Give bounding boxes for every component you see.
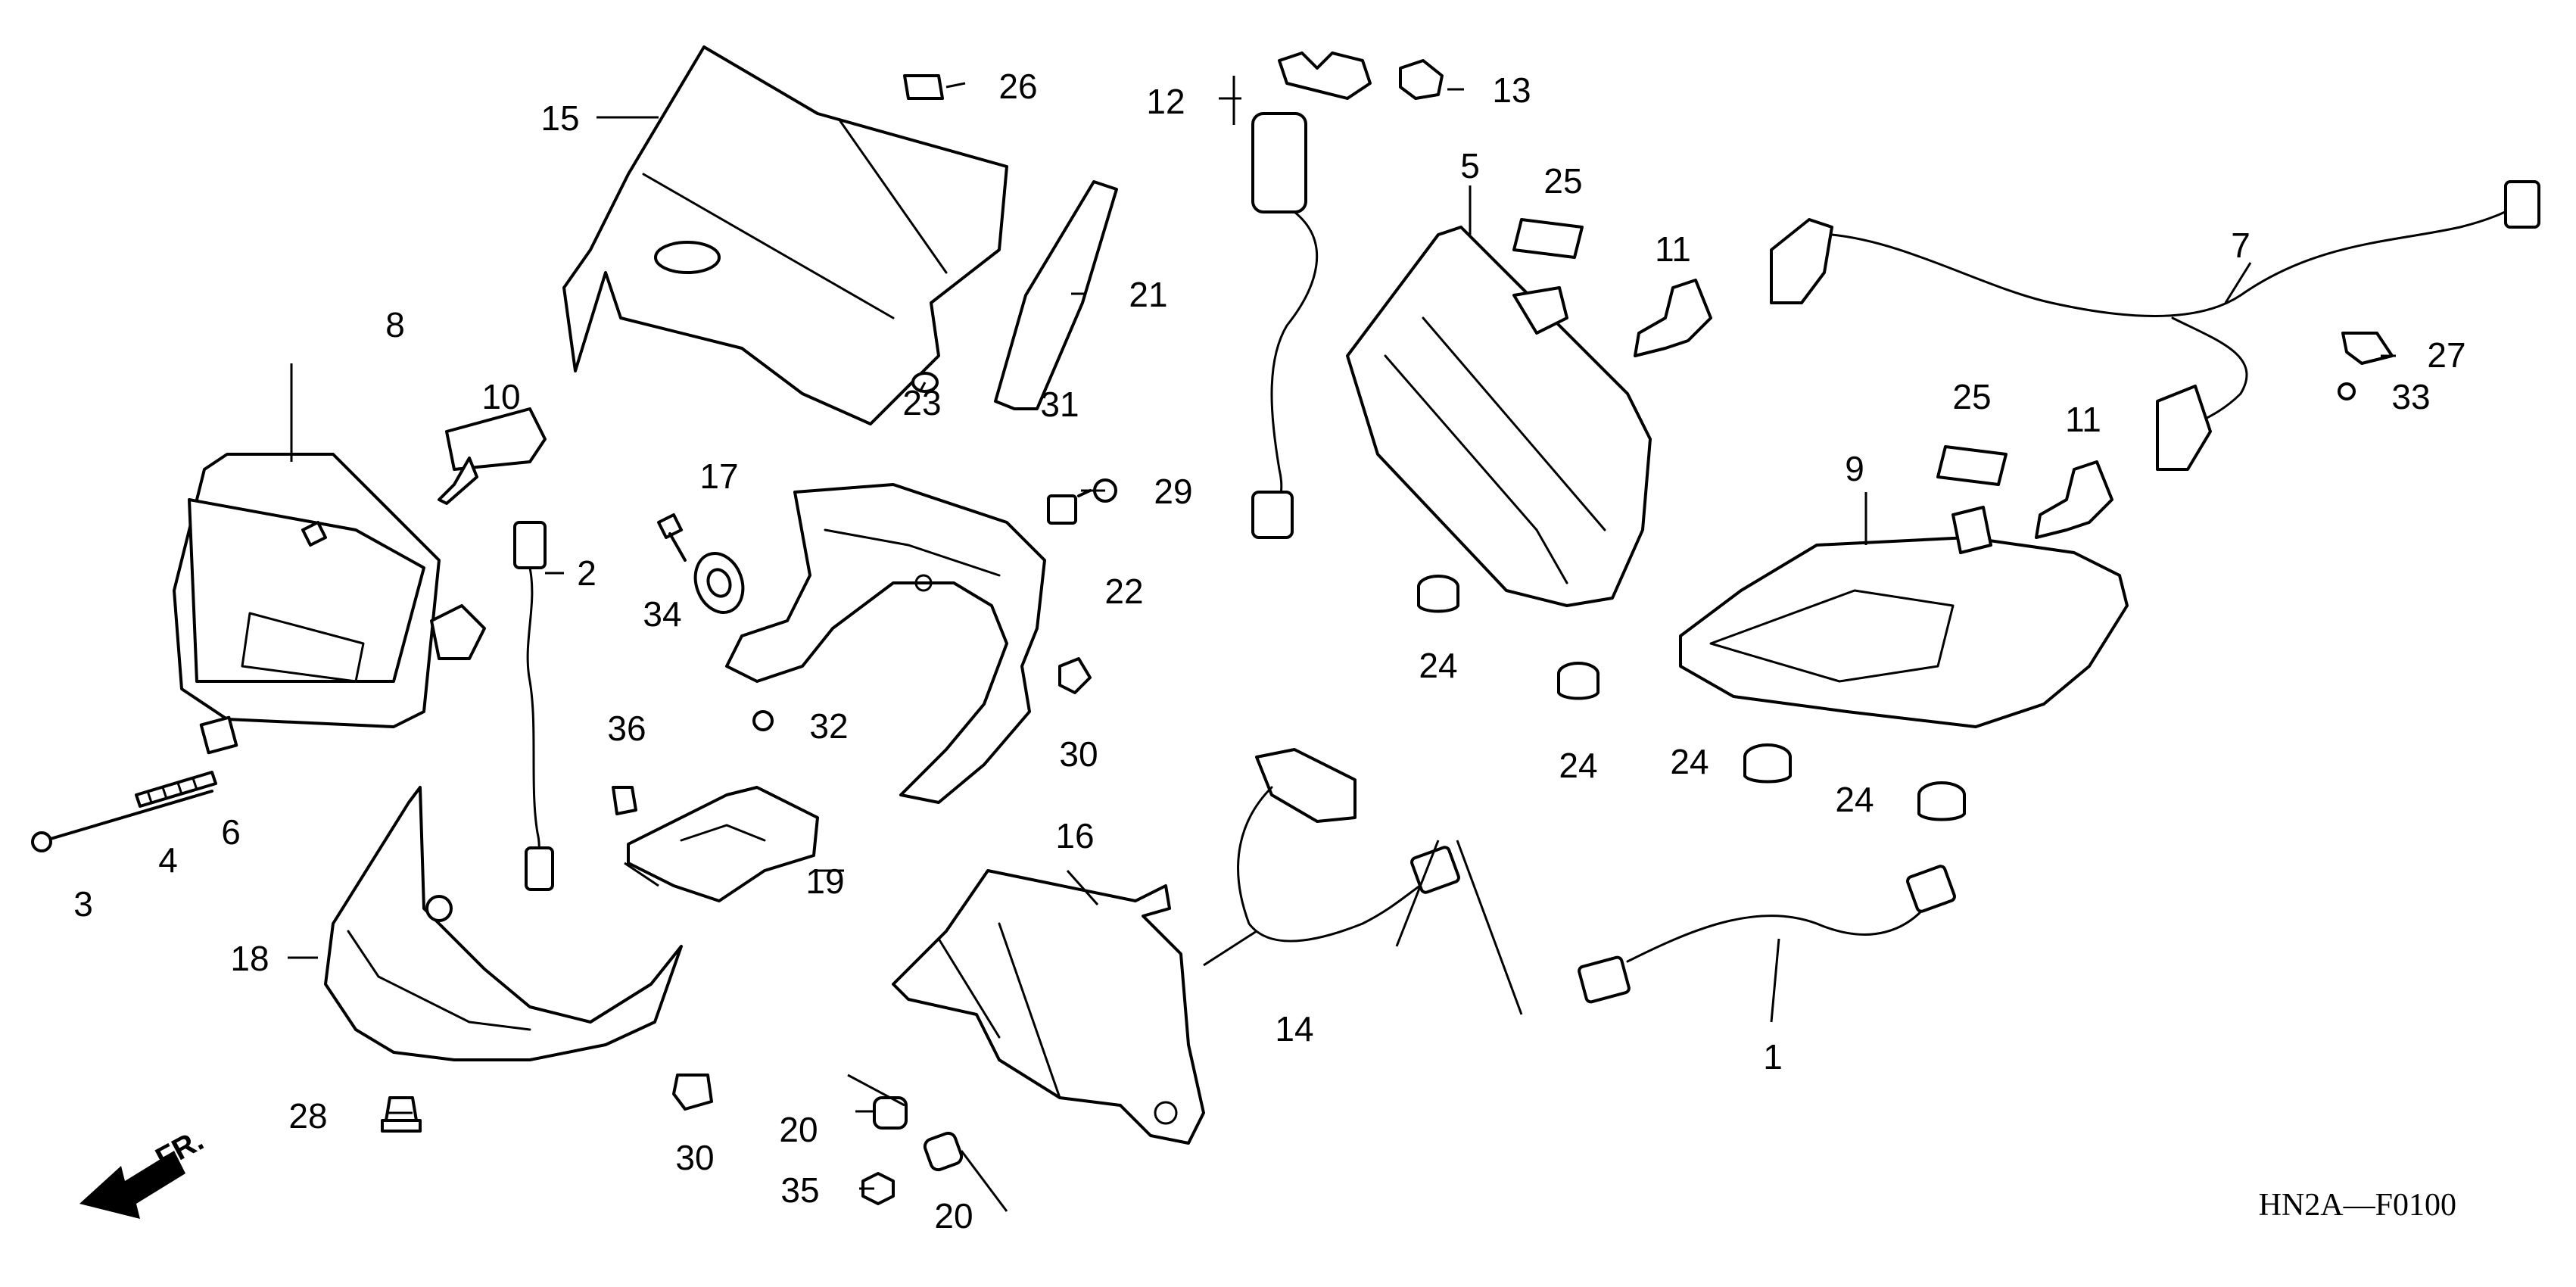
grommet-part-24-b [1557,662,1599,700]
callout-3: 3 [73,884,93,924]
collar-part-20-upper [873,1096,908,1130]
bolt-part-28 [381,1096,422,1133]
callout-24d: 24 [1835,780,1874,819]
spring-part-4 [135,771,217,808]
grommet-part-17 [693,552,745,614]
pad-part-25-lower [1936,445,2008,486]
socket-part-12 [1251,51,1372,539]
collar-part-20-lower [923,1131,964,1172]
bulb-part-11-lower [2035,460,2113,539]
callout-36: 36 [607,709,646,748]
sub-harness-part-2 [513,521,554,891]
callout-31: 31 [1040,385,1079,424]
callout-32: 32 [809,706,848,746]
bulb-part-13 [1399,59,1444,100]
callout-27: 27 [2427,335,2465,375]
headlight-part-9 [1679,506,2129,728]
callout-17: 17 [699,457,738,496]
callout-20a: 20 [779,1110,818,1149]
clip-part-31 [1047,494,1077,525]
screw-part-34 [657,513,687,562]
callout-30a: 30 [1059,734,1098,774]
clip-part-30-upper [1058,657,1092,694]
nut-part-35 [861,1172,895,1205]
left-headlight-assembly [173,453,486,728]
callout-24b: 24 [1559,746,1597,785]
callout-25b: 25 [1952,377,1991,416]
callout-22: 22 [1104,572,1143,611]
callout-26: 26 [998,67,1037,106]
callout-28: 28 [288,1096,327,1136]
bracket-part-19 [627,786,819,902]
nut-part-6 [199,715,238,755]
clamp-part-27 [2341,332,2394,365]
bulb-part-10 [438,407,547,505]
upper-cover-part [562,45,1008,425]
callout-7: 7 [2231,226,2250,265]
callout-12: 12 [1146,82,1185,121]
callout-10: 10 [481,377,520,416]
callout-9: 9 [1845,449,1864,488]
harness-part-1 [1578,865,1956,1004]
callout-14: 14 [1275,1009,1313,1049]
callout-33: 33 [2391,377,2430,416]
headlight-part-5 [1346,226,1652,607]
bulb-part-11-upper [1634,279,1712,357]
callout-30b: 30 [675,1138,714,1177]
callout-16: 16 [1055,816,1094,855]
screw-part-32 [752,710,774,731]
grommet-part-24-a [1417,575,1459,613]
callout-labels: 1 2 3 4 5 6 7 8 9 10 11 11 12 13 14 15 1… [73,67,2465,1236]
callout-13: 13 [1492,70,1531,110]
clip-part-30-lower [672,1074,713,1111]
callout-5: 5 [1460,146,1480,185]
drawing-code: HN2A—F0100 [2259,1188,2456,1223]
callout-34: 34 [643,594,681,634]
callout-21: 21 [1129,275,1167,314]
callout-20b: 20 [934,1196,973,1236]
wire-harness-part-7 [1770,180,2540,471]
callout-24c: 24 [1670,742,1709,781]
adjusting-screw-part-3 [31,790,213,852]
clip-part-26 [903,74,944,100]
callout-18: 18 [230,939,269,978]
callout-1: 1 [1763,1037,1783,1077]
pad-part-25-upper [1512,218,1584,259]
callout-19: 19 [805,862,844,901]
callout-4: 4 [158,840,178,880]
inner-cover-part-22 [725,483,1046,804]
stay-part-16 [892,869,1205,1145]
grommet-part-24-d [1917,781,1966,821]
callout-11a: 11 [1655,229,1691,269]
bolt-part-36 [612,786,637,815]
callout-2: 2 [577,553,596,593]
lower-cover-part-18 [324,786,683,1061]
front-direction-arrow: FR. [79,1123,209,1219]
leader-lines [288,76,2396,1212]
callout-29: 29 [1154,472,1192,511]
callout-24a: 24 [1419,646,1457,685]
callout-11b: 11 [2065,400,2101,439]
callout-6: 6 [221,812,241,852]
grommet-part-24-c [1743,743,1792,784]
callout-23: 23 [902,383,941,422]
harness-part-14 [1237,748,1460,943]
tube-part-21 [994,180,1118,410]
callout-35: 35 [780,1170,819,1210]
bolt-part-33 [2338,382,2356,400]
callout-15: 15 [540,98,579,138]
callout-8: 8 [385,305,405,344]
callout-25a: 25 [1543,161,1582,201]
